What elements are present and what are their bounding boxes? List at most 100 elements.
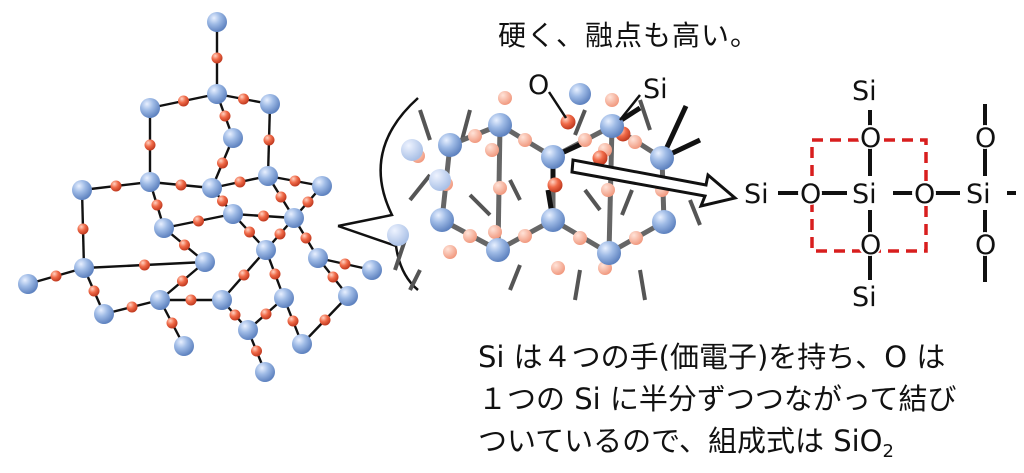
zoom-bond-stub bbox=[583, 188, 602, 212]
network-silicon-atom bbox=[212, 290, 232, 310]
network-oxygen-atom bbox=[179, 239, 190, 251]
oxygen-label: O bbox=[528, 70, 549, 101]
zoom-oxygen-atom-back bbox=[601, 183, 615, 197]
network-oxygen-atom bbox=[217, 195, 228, 207]
zoom-oxygen-atom-back bbox=[463, 229, 477, 243]
network-silicon-atom bbox=[195, 252, 215, 272]
zoom-bond-stub bbox=[688, 199, 702, 226]
network-oxygen-atom bbox=[50, 270, 62, 282]
zoom-oxygen-atom-back bbox=[485, 143, 499, 157]
network-silicon-atom bbox=[72, 180, 92, 200]
network-silicon-atom bbox=[207, 12, 227, 32]
explanation-line-3: ついているので、組成式は SiO2 bbox=[478, 420, 956, 473]
formula-o-right: O bbox=[914, 179, 935, 210]
network-oxygen-atom bbox=[77, 223, 89, 235]
network-oxygen-atom bbox=[300, 232, 312, 244]
formula-oxygen-backgrounds bbox=[742, 125, 1007, 256]
zoom-arrow bbox=[570, 158, 739, 209]
zoom-bond-stub bbox=[638, 269, 647, 301]
zoom-silicon-atom bbox=[597, 241, 621, 265]
network-silicon-atom bbox=[308, 248, 328, 268]
zoom-bond-stub bbox=[393, 239, 407, 271]
network-oxygen-atom bbox=[302, 196, 314, 208]
network-oxygen-atom bbox=[151, 199, 163, 211]
zoom-silicon-atom-back bbox=[429, 169, 451, 191]
network-oxygen-atom bbox=[234, 176, 246, 188]
silica-3d-network bbox=[18, 12, 382, 382]
network-oxygen-atom bbox=[175, 179, 187, 191]
explanation-line-1: Si は４つの手(価電子)を持ち、O は bbox=[478, 340, 946, 374]
explanation-line-2: １つの Si に半分ずつつながって結び bbox=[478, 382, 957, 416]
zoom-oxygen-atom-back bbox=[628, 135, 642, 149]
network-oxygen-atom bbox=[217, 157, 228, 169]
bubble-pointer-lower bbox=[337, 224, 419, 291]
zoom-oxygen-atom bbox=[560, 114, 576, 130]
zoom-oxygen-atom-back bbox=[518, 133, 532, 147]
formula-o-far-bottom: O bbox=[975, 230, 996, 261]
hardness-caption: 硬く、融点も高い。 bbox=[498, 19, 760, 52]
zoomed-ring-structure bbox=[387, 83, 702, 301]
network-silicon-atom bbox=[74, 258, 94, 278]
zoom-oxygen-atom-back bbox=[488, 225, 502, 239]
silicon-pointer-line bbox=[619, 94, 641, 121]
network-oxygen-atom bbox=[219, 110, 231, 122]
zoom-bond-stub bbox=[460, 109, 472, 141]
network-silicon-atom bbox=[362, 260, 382, 280]
zoom-oxygen-atom-back bbox=[493, 181, 507, 195]
network-oxygen-atom bbox=[260, 308, 272, 320]
zoom-oxygen-atom-back bbox=[443, 245, 457, 259]
network-oxygen-atom bbox=[229, 309, 241, 321]
zoom-silicon-atom bbox=[652, 210, 676, 234]
zoom-oxygen-atom-back bbox=[605, 93, 619, 107]
zoom-silicon-atom bbox=[600, 114, 624, 138]
zoom-silicon-atom bbox=[569, 83, 591, 105]
zoom-bond-stub bbox=[418, 109, 432, 141]
explanation-text: Si は４つの手(価電子)を持ち、O は １つの Si に半分ずつつながって結び… bbox=[478, 336, 956, 473]
zoom-bond-stub bbox=[620, 189, 634, 216]
bubble-pointer-upper bbox=[337, 97, 419, 228]
zoom-bond-stub bbox=[638, 99, 652, 131]
network-oxygen-atom bbox=[238, 269, 250, 281]
network-oxygen-atom bbox=[263, 134, 275, 146]
network-oxygen-atom bbox=[185, 294, 197, 306]
network-oxygen-atom bbox=[211, 52, 223, 64]
network-oxygen-atom bbox=[339, 258, 351, 270]
network-silicon-atom bbox=[94, 304, 114, 324]
zoom-bond-stub bbox=[408, 269, 422, 291]
zoom-silicon-atom bbox=[438, 133, 462, 157]
zoom-silicon-atom bbox=[488, 113, 512, 137]
network-oxygen-atom bbox=[126, 301, 138, 313]
zoom-silicon-atom bbox=[650, 146, 674, 170]
zoom-oxygen-atom-back bbox=[498, 91, 512, 105]
zoom-silicon-atom-back bbox=[387, 224, 409, 246]
network-silicon-atom bbox=[223, 128, 243, 148]
network-oxygen-atom bbox=[166, 317, 178, 329]
formula-si-center: Si bbox=[852, 179, 877, 210]
network-oxygen-atom bbox=[244, 226, 255, 238]
zoom-bond-stub bbox=[468, 193, 492, 217]
zoom-bond-stub bbox=[573, 269, 582, 301]
formula-si-left: Si bbox=[744, 179, 769, 210]
network-oxygen-atom bbox=[274, 228, 286, 240]
formula-si-right: Si bbox=[966, 179, 991, 210]
zoom-bond-stub bbox=[573, 109, 587, 136]
network-oxygen-atom bbox=[269, 268, 281, 280]
network-silicon-atom bbox=[284, 208, 304, 228]
network-oxygen-atom bbox=[144, 139, 156, 151]
zoom-silicon-atom bbox=[430, 208, 454, 232]
network-oxygen-atom bbox=[258, 210, 269, 222]
zoom-silicon-atom-back bbox=[401, 139, 423, 161]
network-oxygen-atom bbox=[178, 95, 189, 107]
formula-subscript: 2 bbox=[882, 441, 894, 462]
zoom-oxygen-atom-back bbox=[518, 229, 532, 243]
zoom-bond-stub bbox=[408, 173, 432, 202]
zoom-silicon-atom bbox=[541, 145, 565, 169]
zoom-bond-stub bbox=[508, 179, 522, 201]
formula-o-top: O bbox=[860, 123, 881, 154]
formula-o-bottom: O bbox=[860, 230, 881, 261]
zoom-silicon-atom bbox=[541, 208, 565, 232]
network-oxygen-atom bbox=[319, 314, 331, 326]
network-silicon-atom bbox=[312, 176, 332, 196]
silicon-label: Si bbox=[643, 74, 668, 105]
